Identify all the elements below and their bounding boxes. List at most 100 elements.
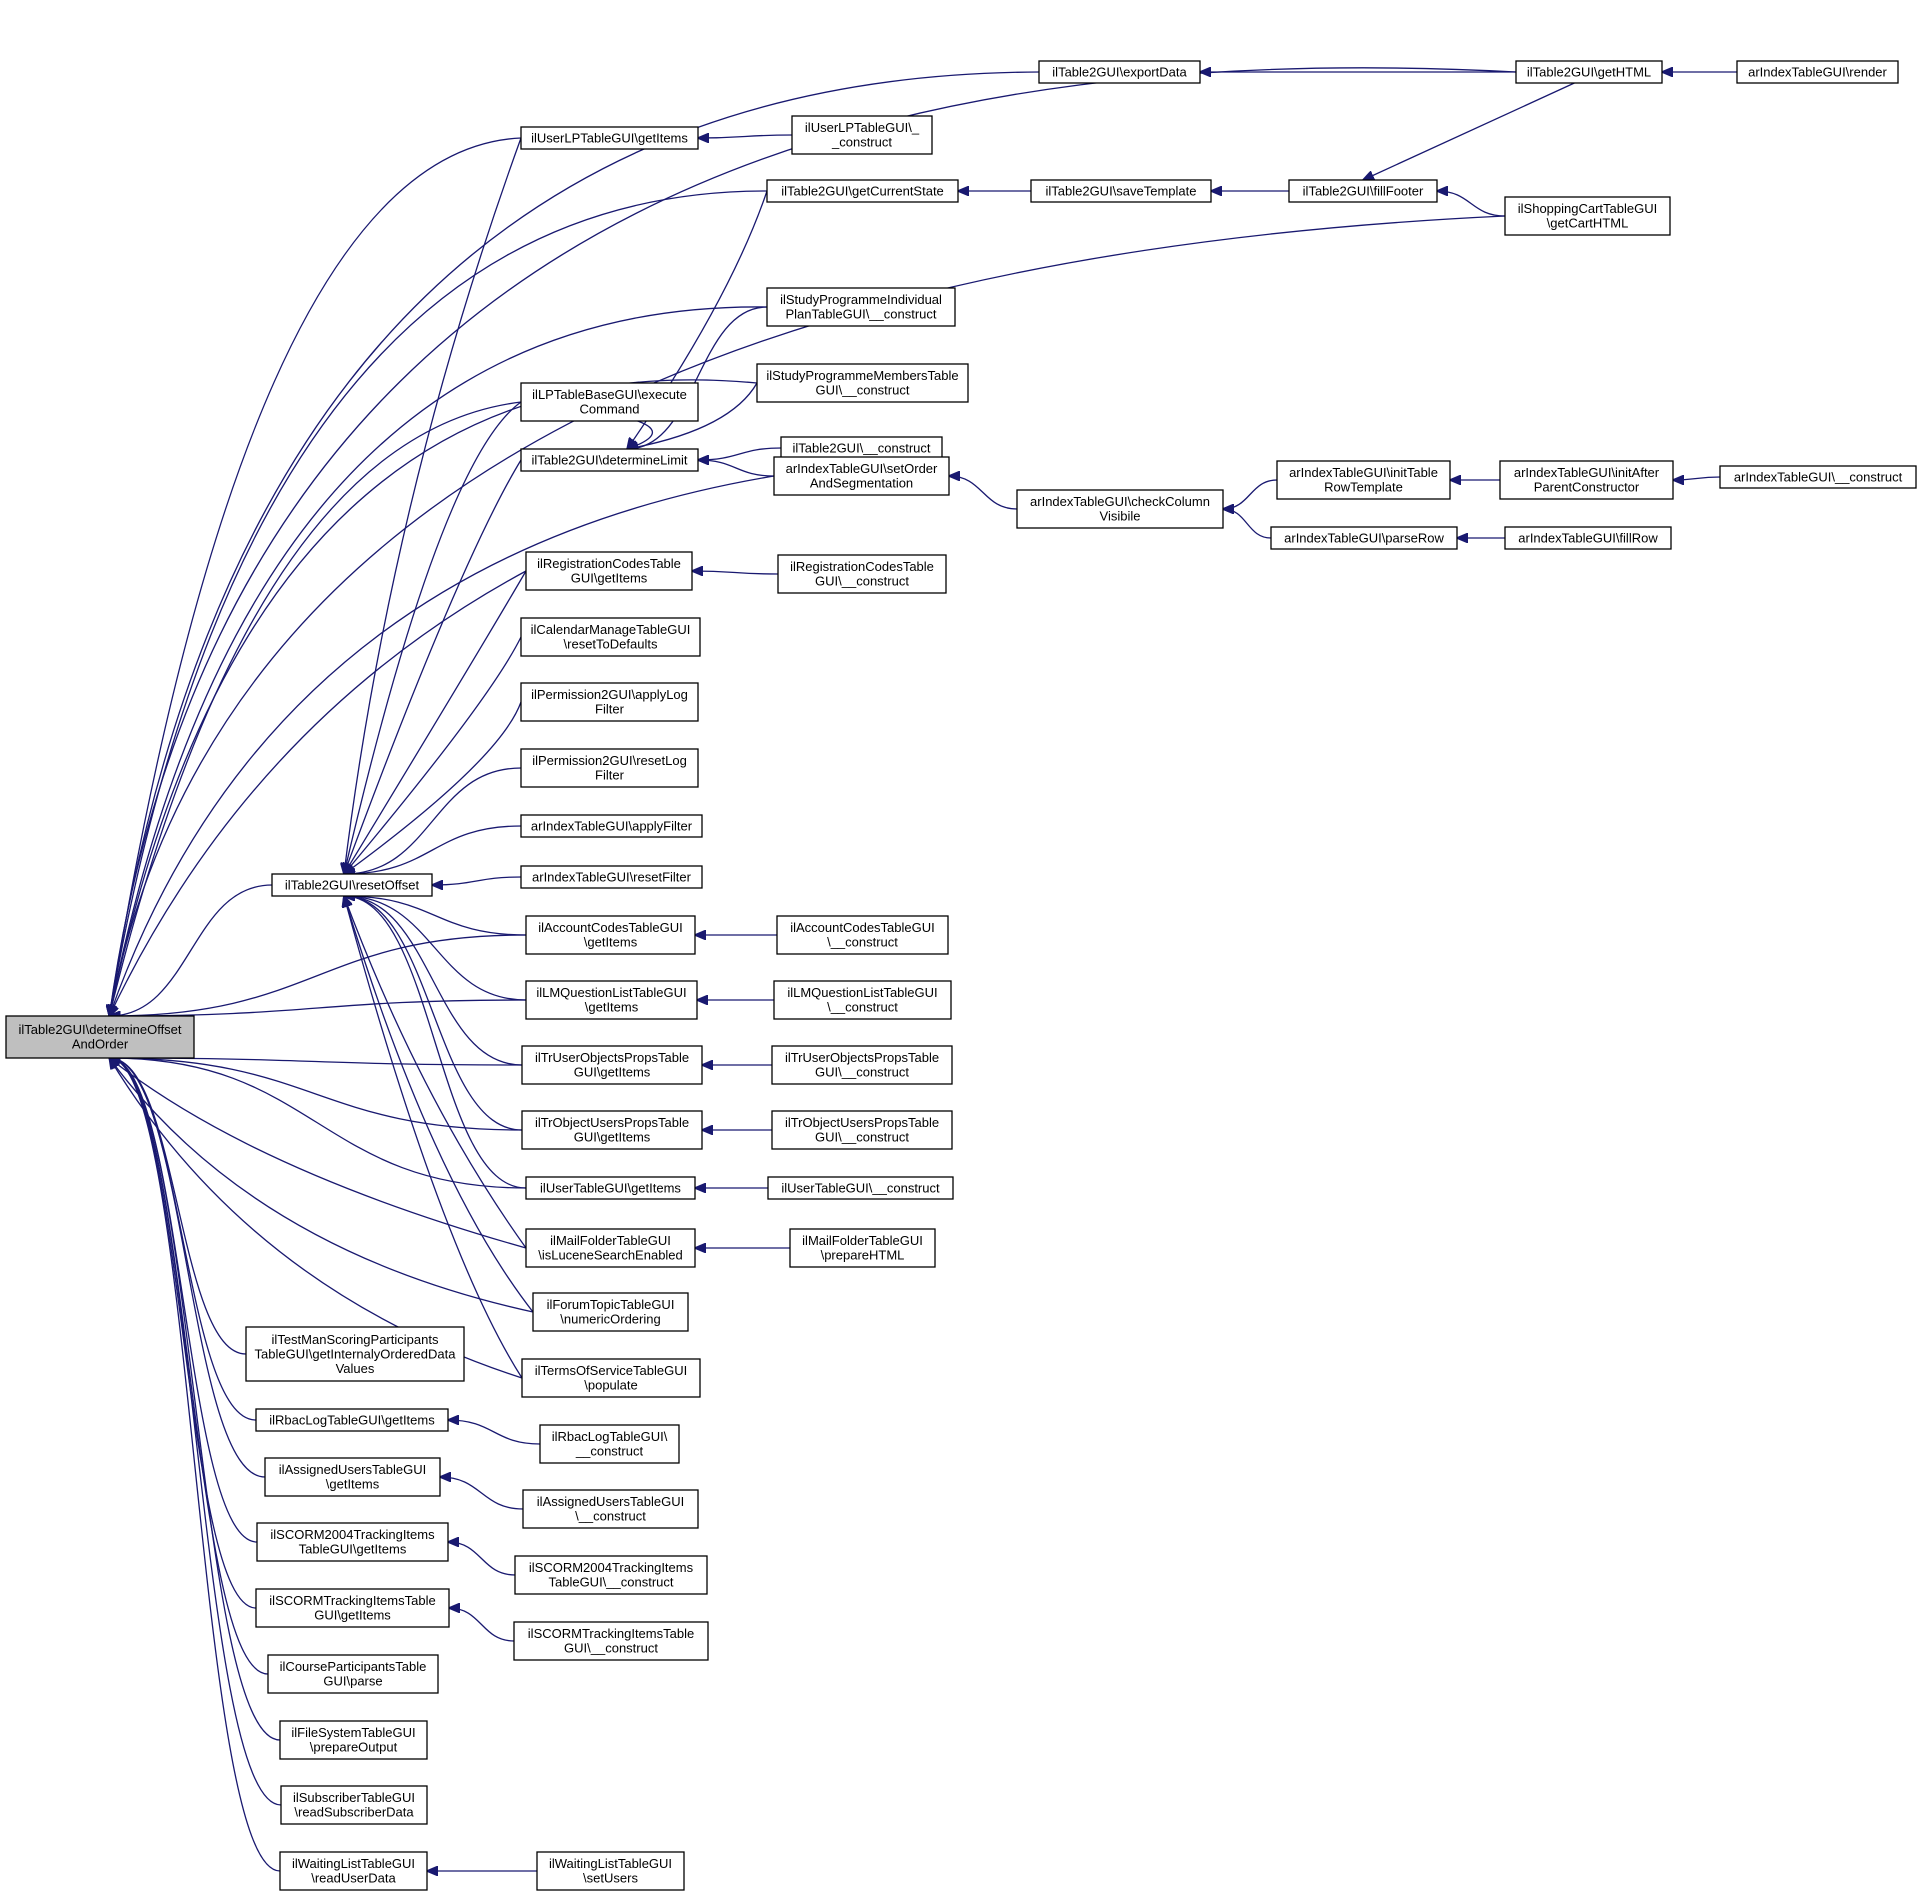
node-label-line: ilSubscriberTableGUI xyxy=(293,1790,415,1805)
edge-file-system-calls-root xyxy=(109,1058,281,1741)
node-label-line: arIndexTableGUI\setOrder xyxy=(786,461,938,476)
edge-tr-obj-get-items-calls-reset-offset xyxy=(344,896,523,1131)
node-forum-numeric[interactable]: ilForumTopicTableGUI\numericOrdering xyxy=(532,1292,689,1332)
node-label-line: ilTrObjectUsersPropsTable xyxy=(785,1115,939,1130)
node-lmq-get-items[interactable]: ilLMQuestionListTableGUI\getItems xyxy=(525,980,698,1020)
node-init-after-parent[interactable]: arIndexTableGUI\initAfterParentConstruct… xyxy=(1499,460,1674,500)
node-get-html[interactable]: ilTable2GUI\getHTML xyxy=(1515,60,1663,84)
node-assigned-construct[interactable]: ilAssignedUsersTableGUI\__construct xyxy=(522,1489,699,1529)
node-label-line: ilTable2GUI\getHTML xyxy=(1527,64,1651,79)
node-file-system[interactable]: ilFileSystemTableGUI\prepareOutput xyxy=(279,1720,428,1760)
node-label-line: ilRbacLogTableGUI\getItems xyxy=(269,1412,435,1427)
node-box xyxy=(522,1489,699,1529)
node-box xyxy=(766,179,959,203)
edge-set-order-seg-calls-root xyxy=(109,475,775,1016)
node-render[interactable]: arIndexTableGUI\render xyxy=(1736,60,1899,84)
edge-lp-table-base-calls-reset-offset xyxy=(344,401,522,874)
node-label-line: ilStudyProgrammeIndividual xyxy=(780,292,942,307)
node-box xyxy=(1038,60,1201,84)
node-fill-row[interactable]: arIndexTableGUI\fillRow xyxy=(1504,526,1672,550)
node-study-individual[interactable]: ilStudyProgrammeIndividualPlanTableGUI\_… xyxy=(766,287,956,327)
node-scorm2004-construct[interactable]: ilSCORM2004TrackingItemsTableGUI\__const… xyxy=(514,1555,708,1595)
node-waiting-read[interactable]: ilWaitingListTableGUI\readUserData xyxy=(279,1851,428,1891)
node-waiting-set[interactable]: ilWaitingListTableGUI\setUsers xyxy=(536,1851,685,1891)
node-lmq-construct[interactable]: ilLMQuestionListTableGUI\__construct xyxy=(773,980,952,1020)
node-mail-lucene[interactable]: ilMailFolderTableGUI\isLuceneSearchEnabl… xyxy=(525,1228,696,1268)
node-label-line: arIndexTableGUI\__construct xyxy=(1734,469,1903,484)
node-parse-row[interactable]: arIndexTableGUI\parseRow xyxy=(1270,526,1458,550)
node-user-get-items[interactable]: ilUserTableGUI\getItems xyxy=(525,1176,696,1200)
node-user-lpget-items[interactable]: ilUserLPTableGUI\getItems xyxy=(520,126,699,150)
node-account-construct[interactable]: ilAccountCodesTableGUI\__construct xyxy=(776,915,949,955)
node-study-members[interactable]: ilStudyProgrammeMembersTableGUI\__constr… xyxy=(756,363,969,403)
edge-reset-offset-calls-root xyxy=(109,884,273,1016)
node-label-line: _construct xyxy=(831,135,892,150)
node-label-line: \prepareOutput xyxy=(310,1740,398,1755)
node-terms-populate[interactable]: ilTermsOfServiceTableGUI\populate xyxy=(521,1358,701,1398)
edge-lmq-get-items-calls-reset-offset xyxy=(344,896,527,1001)
edge-study-individual-calls-root xyxy=(109,306,768,1016)
node-shopping-cart[interactable]: ilShoppingCartTableGUI\getCartHTML xyxy=(1504,196,1671,236)
edge-terms-populate-calls-reset-offset xyxy=(344,896,523,1379)
node-label-line: \getItems xyxy=(584,935,638,950)
node-label-line: ilAccountCodesTableGUI xyxy=(538,920,683,935)
edge-assigned-construct-calls-assigned-get-items xyxy=(440,1477,524,1510)
node-reset-offset[interactable]: ilTable2GUI\resetOffset xyxy=(271,873,433,897)
node-calendar-reset[interactable]: ilCalendarManageTableGUI\resetToDefaults xyxy=(520,617,701,657)
node-export-data[interactable]: ilTable2GUI\exportData xyxy=(1038,60,1201,84)
edge-account-get-items-calls-root xyxy=(109,934,527,1016)
node-label-line: __construct xyxy=(575,1444,644,1459)
node-label-line: \getItems xyxy=(326,1477,380,1492)
node-label-line: arIndexTableGUI\parseRow xyxy=(1284,530,1444,545)
node-user-lpconstruct[interactable]: ilUserLPTableGUI\__construct xyxy=(791,115,933,155)
node-rbac-construct[interactable]: ilRbacLogTableGUI\__construct xyxy=(539,1424,680,1464)
node-get-current-state[interactable]: ilTable2GUI\getCurrentState xyxy=(766,179,959,203)
node-ar-index-construct[interactable]: arIndexTableGUI\__construct xyxy=(1719,465,1917,489)
node-label-line: ilPermission2GUI\resetLog xyxy=(532,753,687,768)
node-assigned-get-items[interactable]: ilAssignedUsersTableGUI\getItems xyxy=(264,1457,441,1497)
node-box xyxy=(1499,460,1674,500)
edge-shopping-cart-calls-root xyxy=(109,215,1506,1016)
node-test-man[interactable]: ilTestManScoringParticipantsTableGUI\get… xyxy=(245,1326,465,1382)
node-account-get-items[interactable]: ilAccountCodesTableGUI\getItems xyxy=(525,915,696,955)
node-box xyxy=(520,865,703,889)
node-label-line: ilSCORMTrackingItemsTable xyxy=(269,1593,435,1608)
node-mail-prepare[interactable]: ilMailFolderTableGUI\prepareHTML xyxy=(789,1228,936,1268)
node-subscriber[interactable]: ilSubscriberTableGUI\readSubscriberData xyxy=(280,1785,428,1825)
node-label-line: GUI\getItems xyxy=(571,571,648,586)
node-label-line: arIndexTableGUI\initTable xyxy=(1289,465,1438,480)
node-user-construct[interactable]: ilUserTableGUI\__construct xyxy=(767,1176,954,1200)
node-table2-construct[interactable]: ilTable2GUI\__construct xyxy=(780,436,943,460)
edge-init-table-row-calls-check-column xyxy=(1223,479,1278,509)
node-save-template[interactable]: ilTable2GUI\saveTemplate xyxy=(1030,179,1212,203)
node-fill-footer[interactable]: ilTable2GUI\fillFooter xyxy=(1288,179,1438,203)
node-box xyxy=(525,980,698,1020)
node-label-line: GUI\__construct xyxy=(815,574,909,589)
node-label-line: Filter xyxy=(595,768,625,783)
edge-assigned-get-items-calls-root xyxy=(109,1058,266,1478)
node-ar-reset-filter[interactable]: arIndexTableGUI\resetFilter xyxy=(520,865,703,889)
node-determine-limit[interactable]: ilTable2GUI\determineLimit xyxy=(520,448,699,472)
node-label-line: ilSCORMTrackingItemsTable xyxy=(528,1626,694,1641)
node-scorm2004-get-items[interactable]: ilSCORM2004TrackingItemsTableGUI\getItem… xyxy=(256,1522,449,1562)
node-label-line: \__construct xyxy=(827,935,898,950)
node-rbac-get-items[interactable]: ilRbacLogTableGUI\getItems xyxy=(255,1408,449,1432)
node-box xyxy=(255,1408,449,1432)
node-ar-apply-filter[interactable]: arIndexTableGUI\applyFilter xyxy=(520,814,703,838)
